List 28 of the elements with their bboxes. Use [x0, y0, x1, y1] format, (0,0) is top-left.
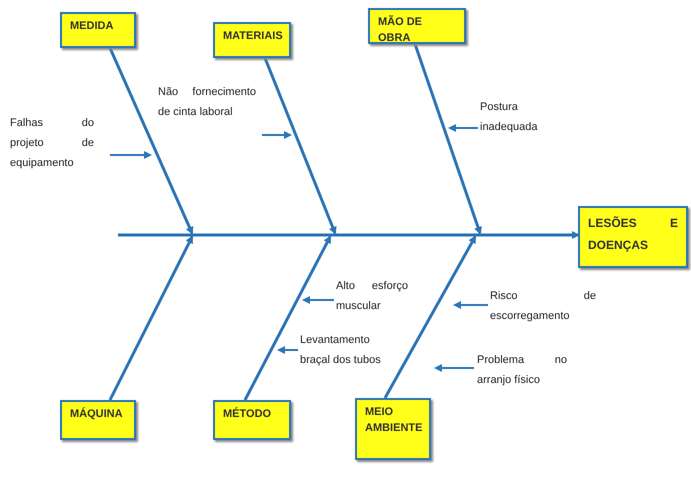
cause-text: Risco de escorregamento [490, 286, 596, 328]
arrow [108, 235, 194, 401]
arrow [108, 47, 194, 235]
category-box: MÉTODO [213, 400, 291, 440]
category-box: MEIO AMBIENTE [355, 398, 431, 460]
arrow [244, 235, 332, 401]
arrow [264, 57, 336, 235]
category-box: MATERIAIS [213, 22, 291, 58]
cause-text: Falhas do projeto de equipamento [10, 113, 94, 175]
cause-text: Postura inadequada [480, 97, 562, 139]
arrow [262, 131, 292, 139]
cause-text: Não fornecimento de cinta laboral [158, 82, 256, 144]
cause-text: Problema no arranjo físico [477, 350, 567, 392]
category-box: MÁQUINA [60, 400, 136, 440]
cause-text: Alto esforço muscular [336, 276, 408, 318]
category-box: MEDIDA [60, 12, 136, 48]
arrow [277, 346, 298, 354]
arrow [453, 301, 488, 309]
arrow [110, 151, 152, 159]
cause-text: Levantamento braçal dos tubos [300, 330, 384, 372]
arrow [384, 235, 476, 399]
effect-box: LESÕES E DOENÇAS [578, 206, 688, 268]
arrow [118, 231, 580, 239]
category-box: MÃO DE OBRA [368, 8, 466, 44]
arrow [448, 124, 478, 132]
arrow [434, 364, 474, 372]
arrow [302, 296, 334, 304]
arrow [414, 44, 482, 235]
